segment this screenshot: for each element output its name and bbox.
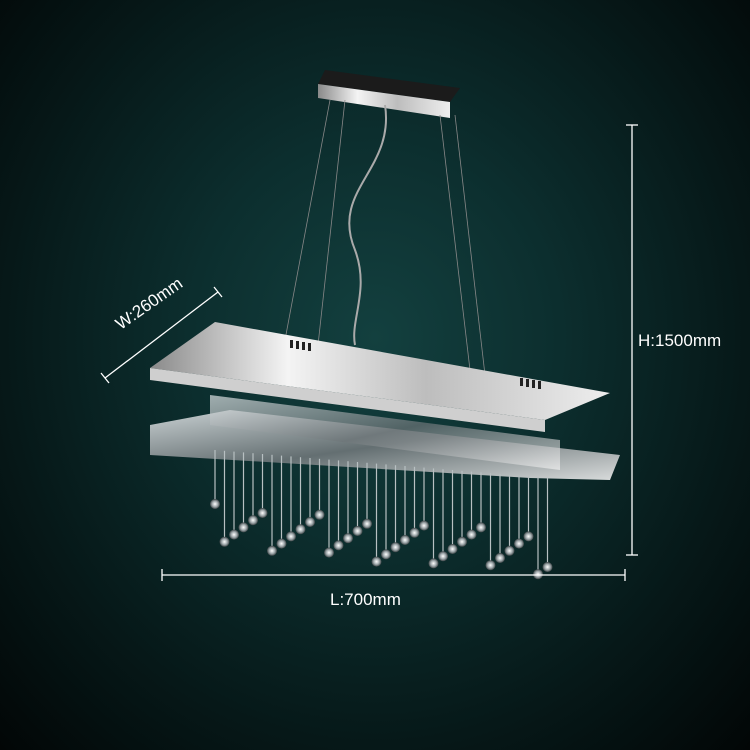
crystal-drop [438,551,448,562]
crystal-drop [514,538,524,549]
crystal-drop [457,536,467,547]
crystal-drop [238,522,249,533]
crystal-drops [210,450,553,580]
crystal-band [150,395,620,480]
crystal-drop [476,522,486,533]
length-label: L:700mm [330,590,401,609]
crystal-drop [400,535,410,545]
height-label: H:1500mm [638,331,722,350]
dimension-lines [100,124,638,581]
crystal-drop [324,547,334,558]
crystal-drop [267,545,277,556]
crystal-drop [419,520,429,531]
crystal-drop [333,540,344,551]
crystal-drop [210,499,220,509]
crystal-drop [381,549,391,560]
crystal-drop [362,518,372,529]
crystal-drop [257,508,268,518]
crystal-drop [305,517,315,527]
width-dimension-line [104,291,219,379]
crystal-drop [248,515,258,526]
crystal-drop [371,556,382,567]
crystal-drop [276,538,287,549]
crystal-drop [495,553,505,563]
crystal-drop [343,533,353,544]
top-plate [150,322,610,432]
crystal-drop [286,531,296,542]
crystal-drop [390,542,401,553]
crystal-drop [447,544,458,554]
crystal-drop [219,536,230,547]
crystal-drop [314,509,325,520]
crystal-drop [504,545,515,556]
ceiling-canopy [318,70,460,118]
crystal-drop [428,558,439,569]
crystal-drop [352,526,363,536]
power-cable [348,104,388,346]
crystal-drop [409,527,420,538]
crystal-drop [295,524,306,535]
crystal-drop [229,529,239,540]
crystal-drop [466,529,477,540]
crystal-drop [485,560,496,571]
crystal-drop [542,562,553,572]
suspension-wires [284,99,486,376]
crystal-drop [533,569,543,580]
crystal-drop [523,531,534,542]
